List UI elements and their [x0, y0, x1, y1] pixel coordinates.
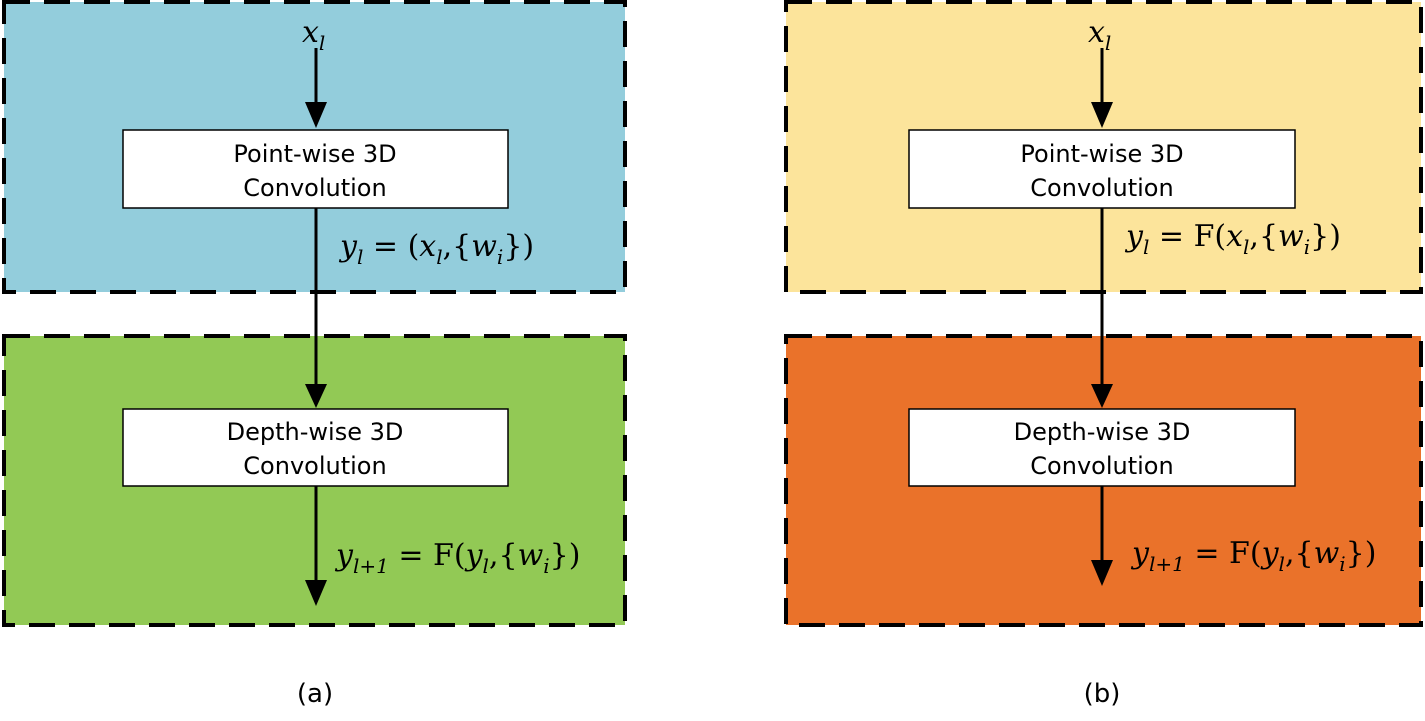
panel-b-depthwise-line2: Convolution	[1030, 452, 1173, 480]
panel-b-mid-equation: yl = F(xl,{wi})	[1124, 219, 1341, 259]
panel-a-input-label: xl	[302, 15, 325, 55]
panel-a-out-equation: yl+1 = F(yl,{wi})	[334, 538, 580, 578]
panel-b-label: (b)	[1084, 679, 1121, 709]
panel-b-arrowhead-output	[1091, 560, 1113, 586]
panel-a-arrowhead-middle	[305, 384, 327, 408]
panel-a-arrowhead-input	[305, 102, 327, 128]
panel-b-depthwise-line1: Depth-wise 3D	[1014, 418, 1191, 446]
panel-b: xl Point-wise 3D Convolution yl = F(xl,{…	[784, 0, 1423, 709]
panel-a-pointwise-line2: Convolution	[243, 174, 386, 202]
panel-b-depthwise-box	[908, 408, 1296, 487]
panel-b-pointwise-line2: Convolution	[1030, 174, 1173, 202]
panel-b-arrowhead-input	[1091, 102, 1113, 128]
panel-a: xl Point-wise 3D Convolution yl = (xl,{w…	[2, 0, 627, 709]
panel-a-pointwise-box	[122, 129, 509, 209]
panel-a-pointwise-line1: Point-wise 3D	[233, 140, 396, 168]
panel-b-arrowhead-middle	[1091, 384, 1113, 408]
panel-a-mid-equation: yl = (xl,{wi})	[338, 229, 534, 269]
panel-b-pointwise-box	[908, 129, 1296, 209]
panel-a-label: (a)	[297, 679, 333, 709]
panel-b-pointwise-line1: Point-wise 3D	[1020, 140, 1183, 168]
panel-a-depthwise-line2: Convolution	[243, 452, 386, 480]
panel-b-out-equation: yl+1 = F(yl,{wi})	[1130, 536, 1376, 576]
panel-a-arrowhead-output	[305, 580, 327, 606]
panel-a-depthwise-line1: Depth-wise 3D	[227, 418, 404, 446]
panel-b-input-label: xl	[1088, 15, 1111, 55]
